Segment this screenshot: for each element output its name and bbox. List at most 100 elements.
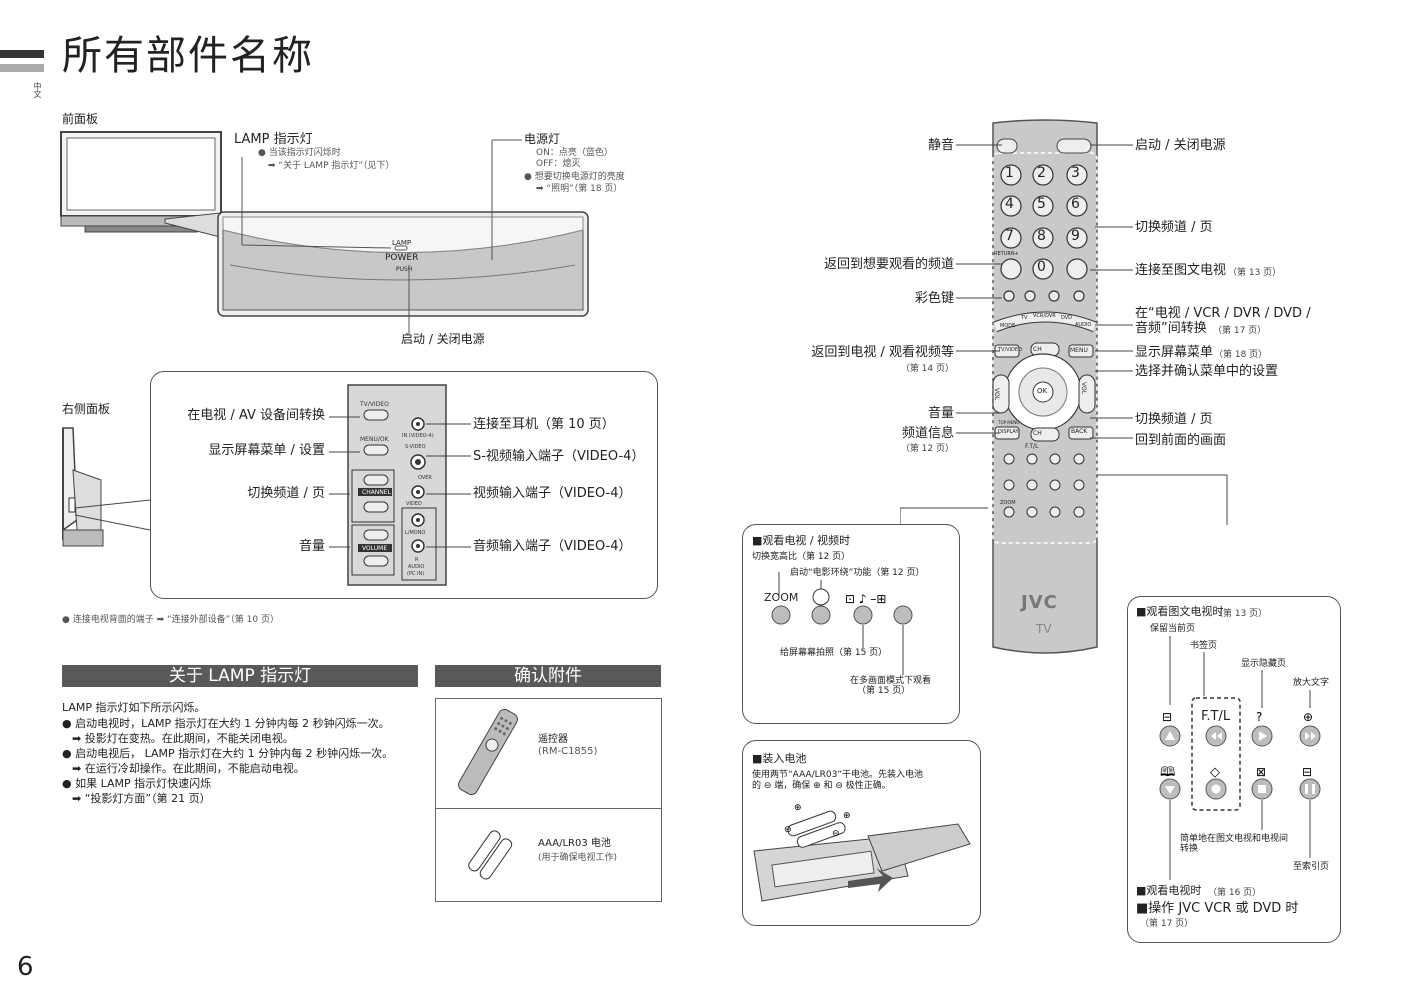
remote-dvd-text: DVD bbox=[1061, 315, 1073, 321]
remote-digit-2: 2 bbox=[1037, 165, 1046, 181]
side-label-volume: 音量 bbox=[298, 539, 325, 554]
remote-vol-right-text: VOL bbox=[1080, 382, 1087, 395]
watch-box-multi-1: 在多画面模式下观看 bbox=[850, 676, 932, 686]
accessory-remote-label: 遥控器 bbox=[538, 734, 568, 745]
remote-vol-left-text: VOL bbox=[993, 388, 1000, 401]
teletext-buttons: ⊟ ? ⊕ 🕮 ◇ ⊠ ⊟ bbox=[1159, 636, 1321, 880]
remote-ok-text: OK bbox=[1037, 387, 1048, 395]
side-panel-note: ● 连接电视背面的端子 ➡ “连接外部设备”（第 10 页） bbox=[62, 615, 279, 625]
power-light-note-3: ● 想要切换电源灯的亮度 bbox=[524, 172, 625, 182]
teletext-box-title-page: （第 13 页） bbox=[1214, 609, 1268, 619]
teletext-bookmark: 书签页 bbox=[1190, 641, 1218, 651]
teletext-operate: ■操作 JVC VCR 或 DVD 时 bbox=[1136, 901, 1299, 916]
teletext-reveal: 显示隐藏页 bbox=[1241, 659, 1287, 669]
accessories-header: 确认附件 bbox=[435, 665, 661, 687]
svg-text:⊕: ⊕ bbox=[794, 803, 802, 813]
remote-digit-0: 0 bbox=[1037, 259, 1046, 275]
teletext-watch-tv-page: （第 16 页） bbox=[1208, 888, 1262, 898]
teletext-box bbox=[1127, 596, 1341, 943]
remote-mode-text: MODE bbox=[1000, 323, 1016, 329]
teletext-index: 至索引页 bbox=[1293, 862, 1330, 872]
remote-label-mode-switch-1: 在“电视 / VCR / DVR / DVD / bbox=[1135, 306, 1311, 321]
svg-text:⊕: ⊕ bbox=[1303, 710, 1313, 724]
remote-label-mute: 静音 bbox=[927, 138, 954, 153]
svg-text:◇: ◇ bbox=[1210, 765, 1220, 780]
remote-label-info-page: （第 12 页） bbox=[900, 444, 954, 454]
remote-label-select: 选择并确认菜单中的设置 bbox=[1135, 364, 1279, 379]
remote-label-teletext-page: （第 13 页） bbox=[1228, 268, 1282, 278]
svg-text:⊟: ⊟ bbox=[1302, 765, 1312, 779]
svg-text:⊡ ♪ –⊞: ⊡ ♪ –⊞ bbox=[845, 592, 886, 606]
panel-audio-text: AUDIO bbox=[408, 564, 425, 570]
remote-digit-7: 7 bbox=[1005, 228, 1014, 244]
lamp-section-header: 关于 LAMP 指示灯 bbox=[62, 665, 418, 687]
accessory-remote-model: (RM-C1855) bbox=[538, 746, 598, 757]
power-switch-label: 启动 / 关闭电源 bbox=[401, 332, 485, 346]
remote-digit-3: 3 bbox=[1071, 165, 1080, 181]
watch-box-zoom: ZOOM bbox=[764, 591, 799, 604]
battery-box-title: ■装入电池 bbox=[752, 752, 807, 765]
panel-channel-text: CHANNEL bbox=[362, 489, 391, 496]
teletext-size: 放大文字 bbox=[1293, 678, 1330, 688]
watch-box-snapshot: 给屏幕幕拍照（第 15 页） bbox=[780, 648, 888, 658]
svg-text:?: ? bbox=[1256, 710, 1262, 724]
accessories-box bbox=[435, 698, 662, 902]
lamp-line-2: ➡ 投影灯在变热。在此期间，不能关闭电视。 bbox=[72, 732, 294, 745]
panel-over-text: OVER bbox=[418, 475, 432, 481]
title-rule-dark bbox=[0, 50, 44, 58]
watch-box-buttons: ⊡ ♪ –⊞ bbox=[771, 572, 913, 675]
battery-install-illustration: ⊕ ⊕ ⊖ ⊖ bbox=[753, 803, 971, 902]
lamp-line-4: ➡ 在运行冷却操作。在此期间，不能启动电视。 bbox=[72, 762, 305, 775]
page-title: 所有部件名称 bbox=[62, 33, 314, 79]
watch-box-title: ■观看电视 / 视频时 bbox=[752, 534, 851, 547]
remote-digit-8: 8 bbox=[1037, 228, 1046, 244]
remote-label-mode-switch-2: 音频”间转换 bbox=[1135, 321, 1207, 336]
panel-tvvideo-text: TV/VIDEO bbox=[360, 401, 389, 408]
remote-label-return-channel: 返回到想要观看的频道 bbox=[823, 257, 954, 272]
svg-text:⊠: ⊠ bbox=[1256, 765, 1266, 779]
lamp-line-5: ● 如果 LAMP 指示灯快速闪烁 bbox=[62, 777, 212, 790]
remote-label-teletext: 连接至图文电视 bbox=[1135, 263, 1227, 278]
panel-video-text: VIDEO bbox=[406, 501, 422, 507]
svg-text:⊟: ⊟ bbox=[1162, 710, 1172, 724]
lamp-line-3: ● 启动电视后， LAMP 指示灯在大约 1 分钟内每 2 秒钟闪烁一次。 bbox=[62, 747, 394, 760]
teletext-watch-tv: ■观看电视时 bbox=[1136, 884, 1202, 897]
front-panel-heading: 前面板 bbox=[62, 112, 99, 126]
teletext-operate-page: （第 17 页） bbox=[1140, 919, 1194, 929]
lamp-line-1: ● 启动电视时，LAMP 指示灯在大约 1 分钟内每 2 秒钟闪烁一次。 bbox=[62, 717, 390, 730]
side-label-tvav: 在电视 / AV 设备间转换 bbox=[187, 408, 325, 423]
remote-brand-logo: JVC bbox=[1021, 592, 1058, 613]
svg-text:🕮: 🕮 bbox=[1160, 765, 1175, 780]
lamp-label: LAMP 指示灯 bbox=[234, 132, 313, 147]
side-label-channel: 切换频道 / 页 bbox=[247, 486, 325, 501]
teletext-ftl-label: F.T/L bbox=[1201, 709, 1231, 724]
remote-leader-lines bbox=[900, 144, 1228, 525]
remote-digit-4: 4 bbox=[1005, 196, 1014, 212]
remote-label-menu-page: （第 18 页） bbox=[1214, 350, 1268, 360]
accessory-battery-note: (用于确保电视工作) bbox=[538, 853, 618, 863]
svg-text:⊖: ⊖ bbox=[832, 829, 840, 839]
side-panel-tv-illustration bbox=[62, 427, 151, 547]
battery-box-text-1: 使用两节“AAA/LR03”干电池。先装入电池 bbox=[752, 770, 924, 780]
power-light-note-1: ON：点亮（蓝色） bbox=[536, 148, 613, 158]
lamp-line-0: LAMP 指示灯如下所示闪烁。 bbox=[62, 701, 206, 714]
page-number: 6 bbox=[17, 952, 34, 982]
watch-box-aspect: 切换宽高比（第 12 页） bbox=[752, 552, 851, 562]
remote-label-return-tv-page: （第 14 页） bbox=[900, 364, 954, 374]
side-label-menu: 显示屏幕菜单 / 设置 bbox=[208, 443, 325, 458]
teletext-switch-1: 简单地在图文电视和电视间 bbox=[1180, 834, 1289, 844]
panel-in-video4-text: IN (VIDEO-4) bbox=[402, 433, 434, 439]
remote-digit-6: 6 bbox=[1071, 196, 1080, 212]
side-label-headphone: 连接至耳机（第 10 页） bbox=[473, 417, 615, 432]
remote-tvvideo-text: TV/VIDEO bbox=[998, 347, 1022, 353]
accessory-battery-image bbox=[468, 830, 513, 880]
teletext-hold: 保留当前页 bbox=[1150, 624, 1196, 634]
tv-lamp-text: LAMP bbox=[392, 239, 412, 247]
remote-label-switch-channel: 切换频道 / 页 bbox=[1135, 220, 1213, 235]
teletext-switch-2: 转换 bbox=[1180, 844, 1199, 854]
panel-r-text: R bbox=[415, 557, 419, 563]
panel-pcin-text: (PC IN) bbox=[407, 571, 425, 577]
remote-label-switch-channel-2: 切换频道 / 页 bbox=[1135, 412, 1213, 427]
battery-box-text-2: 的 ⊖ 端，确保 ⊕ 和 ⊖ 极性正确。 bbox=[752, 781, 891, 791]
accessories-divider bbox=[435, 808, 661, 809]
